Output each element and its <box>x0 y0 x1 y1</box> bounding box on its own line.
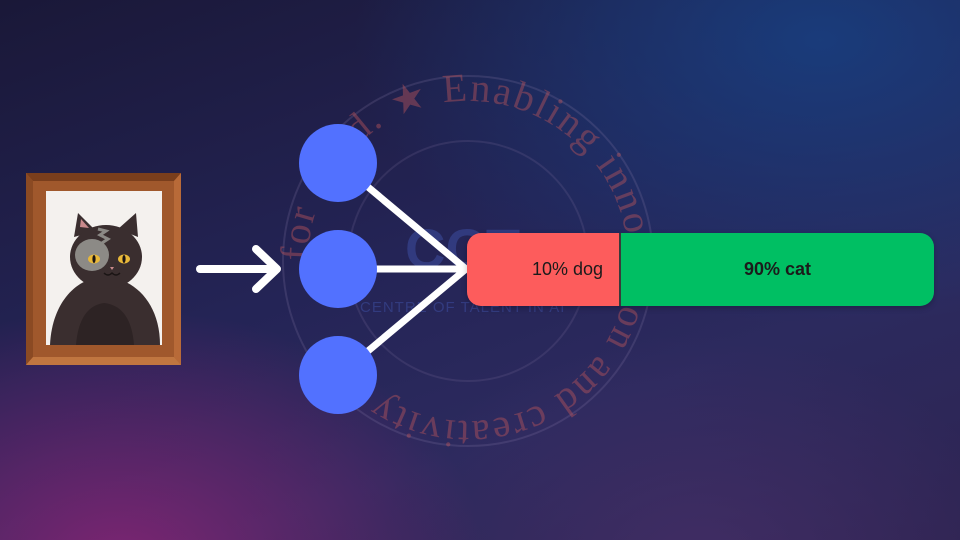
prediction-label-cat: 90% cat <box>743 259 812 279</box>
neural-node-middle <box>299 230 377 308</box>
connector-bottom <box>358 265 470 360</box>
connector-top <box>358 178 470 273</box>
cat-portrait-icon <box>26 173 181 365</box>
arrow-right-icon <box>196 245 281 293</box>
prediction-label-dog: 10% dog <box>531 259 603 279</box>
prediction-bar: 10% dog 90% cat <box>467 233 934 306</box>
neural-node-top <box>299 124 377 202</box>
prediction-segment-cat: 90% cat <box>621 233 934 306</box>
neural-node-bottom <box>299 336 377 414</box>
prediction-segment-dog: 10% dog <box>467 233 621 306</box>
connector-lines <box>358 178 470 360</box>
cat-illustration <box>50 213 160 345</box>
